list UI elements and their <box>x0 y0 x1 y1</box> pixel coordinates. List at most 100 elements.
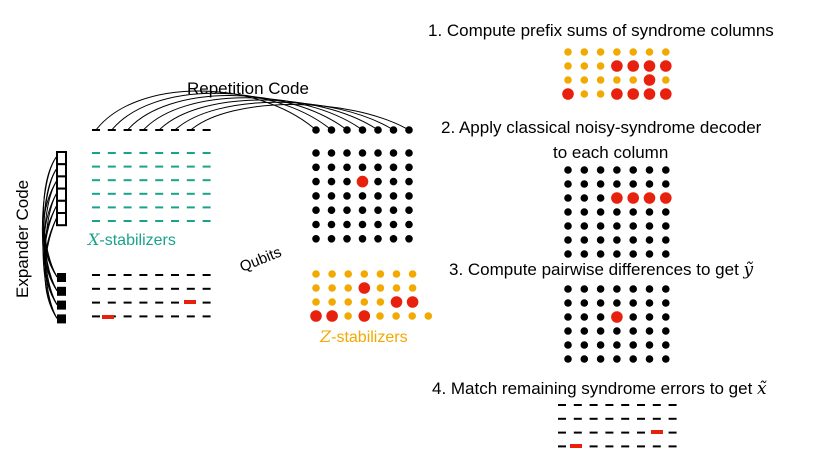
z-syndrome-dot <box>392 284 401 292</box>
repetition-code-label: Repetition Code <box>187 79 309 98</box>
expander-code-graph <box>41 151 67 324</box>
z-syndrome-dot <box>360 298 369 306</box>
decoded-dot <box>564 250 572 258</box>
decoded-dot <box>645 166 654 174</box>
decoded-dot <box>580 236 589 244</box>
prefix-sum-flip <box>643 88 656 100</box>
decoded-dot <box>596 250 605 258</box>
decoded-dot <box>596 208 605 216</box>
x-stabilizer-lines <box>92 152 211 222</box>
expander-edge <box>44 192 58 319</box>
qubit-dot <box>327 220 336 229</box>
difference-dot <box>564 355 572 363</box>
qubit-dot <box>389 163 398 172</box>
z-syndrome-dot <box>376 312 384 320</box>
qubit-dot <box>389 220 398 229</box>
decoded-dot <box>662 208 670 216</box>
decoded-dot <box>629 236 637 244</box>
qubit-dot <box>358 235 367 243</box>
qubit-dot <box>405 163 413 172</box>
qubit-dot <box>405 149 413 157</box>
decoded-dot <box>580 194 589 202</box>
decoded-dot <box>629 166 637 174</box>
rep-code-qubit <box>312 126 320 134</box>
decoded-dot <box>580 222 589 230</box>
qubit-dot <box>374 177 382 186</box>
decoded-dot <box>580 250 589 258</box>
qubit-dot <box>405 220 413 229</box>
decoded-dot <box>564 166 572 174</box>
decoded-flip <box>643 192 656 204</box>
z-syndrome-dot <box>408 270 417 278</box>
prefix-sum-dot <box>613 76 621 84</box>
difference-dot <box>596 327 605 335</box>
decoded-dot <box>662 222 670 230</box>
remaining-syndrome-lines <box>558 404 677 448</box>
decoded-dot <box>596 180 605 188</box>
prefix-sum-flip <box>562 88 574 100</box>
difference-dot <box>645 355 654 363</box>
expander-check-node <box>56 175 67 190</box>
repetition-code-top-row <box>92 126 413 134</box>
decoded-dot <box>580 180 589 188</box>
decoded-dot <box>564 194 572 202</box>
z-syndrome-dot <box>344 270 353 278</box>
rep-code-qubit <box>405 126 413 134</box>
qubit-dot <box>374 235 382 243</box>
rep-code-qubit <box>374 126 382 134</box>
difference-dot <box>580 341 589 349</box>
decoded-dot <box>645 180 654 188</box>
repetition-arc <box>95 90 317 131</box>
z-syndrome-dot <box>312 270 320 278</box>
difference-dot <box>629 313 637 321</box>
expander-bit-node <box>57 286 66 296</box>
x-stabilizers-text: -stabilizers <box>99 232 176 249</box>
difference-dot <box>629 341 637 349</box>
z-syndrome-dot <box>344 284 353 292</box>
qubit-dot <box>343 235 351 243</box>
x-tilde-variable: x̃ <box>757 379 767 399</box>
qubit-dot <box>312 163 320 172</box>
decoded-dot <box>662 250 670 258</box>
decoded-dot <box>645 208 654 216</box>
z-syndrome-dot <box>344 298 353 306</box>
prefix-sum-flip <box>611 60 623 72</box>
decoded-dot <box>613 250 621 258</box>
prefix-sum-dot <box>629 76 637 84</box>
qubit-dot <box>358 149 367 157</box>
difference-dot <box>613 327 621 335</box>
difference-dot <box>662 313 670 321</box>
qubit-dot <box>374 163 382 172</box>
decoded-dot <box>596 236 605 244</box>
difference-dot <box>613 299 621 307</box>
expander-check-node <box>56 199 67 215</box>
prefix-sum-grid <box>562 48 672 100</box>
qubit-dot <box>343 220 351 229</box>
prefix-sum-dot <box>613 48 621 56</box>
difference-dot <box>662 327 670 335</box>
difference-dot <box>580 327 589 335</box>
z-syndrome-dot <box>360 270 369 278</box>
z-syndrome-dot <box>376 298 385 306</box>
prefix-sum-dot <box>580 48 589 56</box>
difference-dot <box>645 285 654 293</box>
difference-dot <box>596 313 605 321</box>
z-syndrome-flip <box>390 296 403 308</box>
difference-dot <box>629 327 637 335</box>
difference-dot <box>596 355 605 363</box>
decoded-dot <box>629 208 637 216</box>
difference-dot <box>645 299 654 307</box>
z-syndrome-dot <box>312 298 320 306</box>
expander-check-node <box>56 212 67 227</box>
prefix-sum-flip <box>627 60 639 72</box>
decoded-dot <box>596 222 605 230</box>
decoded-dot <box>613 208 621 216</box>
z-syndrome-dot <box>408 284 417 292</box>
difference-dot <box>645 327 654 335</box>
prefix-sum-flip <box>611 88 623 100</box>
qubit-dot <box>358 206 367 214</box>
decoded-dot <box>596 194 605 202</box>
qubit-dot <box>374 149 382 157</box>
z-syndrome-dot <box>376 284 385 292</box>
prefix-sum-dot <box>580 62 589 70</box>
